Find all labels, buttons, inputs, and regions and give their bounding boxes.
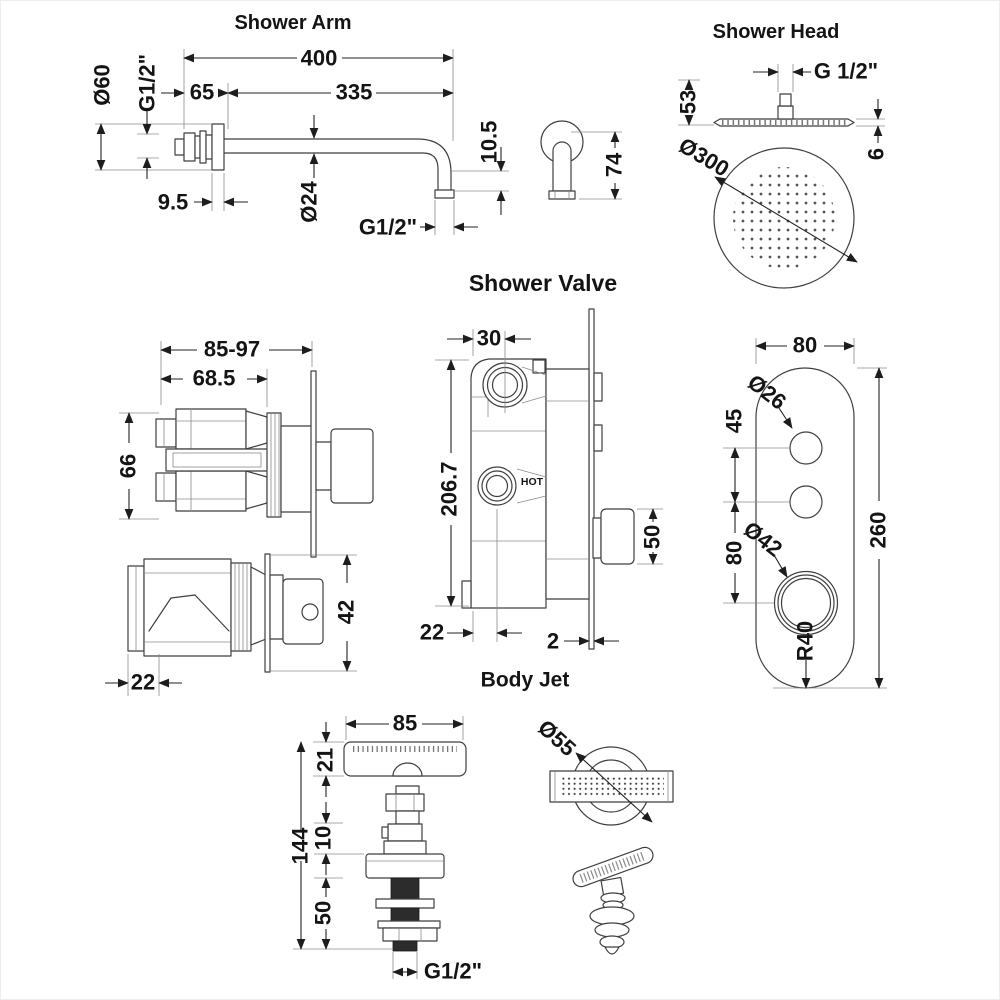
valve-bottom-knob	[282, 578, 324, 645]
shower-head-section: Shower Head G 1/2" 53 6 Ø300	[674, 21, 889, 289]
body-jet-front-view: 85 21 144 10 50 G1/2"	[288, 711, 483, 984]
dim-jet-face-diameter: Ø55	[533, 715, 581, 761]
arm-pipe-outer	[223, 138, 452, 191]
dim-arm-flange-depth: 9.5	[158, 190, 189, 215]
valve-hot-label: HOT	[521, 476, 544, 488]
valve-front-knob	[600, 508, 635, 565]
dim-head-edge-thickness: 6	[864, 148, 889, 160]
arm-washer	[194, 135, 201, 159]
arm-pipe-inner	[223, 152, 439, 191]
valve-front-backplate	[588, 308, 595, 650]
dim-jet-thread-length: 50	[311, 901, 336, 925]
dim-arm-overall-length: 400	[301, 46, 338, 71]
shower-valve-title: Shower Valve	[469, 270, 617, 296]
jet-wall-flange	[365, 853, 445, 879]
dim-plate-corner-radius: R40	[793, 621, 818, 661]
dim-jet-thread: G1/2"	[424, 959, 482, 984]
dim-arm-inlet-thread: G1/2"	[135, 54, 160, 112]
plate-button-hole-top	[789, 431, 823, 465]
dim-head-stem-height: 53	[676, 90, 701, 114]
valve-side-backplate	[310, 370, 317, 558]
dim-valve-body-depth: 68.5	[193, 366, 236, 391]
dim-valve-total-height: 206.7	[437, 461, 462, 516]
valve-side-view: 85-97 68.5 66	[116, 337, 374, 558]
plate-button-hole-bottom	[789, 485, 823, 519]
arm-washer	[199, 130, 207, 164]
jet-thread-upper	[390, 877, 420, 900]
valve-bottom-backplate	[264, 553, 271, 673]
dim-valve-knob-height: 42	[334, 600, 359, 624]
plate-knob-hole	[773, 570, 839, 636]
dim-arm-length: 335	[336, 80, 373, 105]
valve-front-view: HOT 30 206.7 22 2 50	[420, 308, 665, 654]
wall-elbow-drawing: 74	[540, 120, 627, 200]
dim-jet-cartridge-step: 10	[311, 826, 336, 850]
valve-trim-plate-view: 80 Ø26 45 80 Ø42 260 R40	[722, 333, 891, 689]
shower-head-title: Shower Head	[713, 21, 840, 43]
jet-nozzle-field	[559, 775, 664, 798]
body-jet-3d-view	[572, 846, 654, 955]
shower-head-face-view: Ø300	[674, 132, 858, 289]
head-stem-base	[777, 105, 794, 120]
arm-hex-nut	[183, 132, 196, 162]
dim-head-thread: G 1/2"	[814, 59, 878, 84]
dim-jet-total-height: 144	[288, 827, 313, 864]
jet-thread-tip	[392, 940, 418, 952]
dim-arm-flange-diameter: Ø60	[90, 64, 115, 106]
shower-head-side-view	[713, 93, 855, 127]
head-stem-thread	[779, 93, 792, 107]
dim-valve-port-offset: 30	[477, 326, 501, 351]
arm-outlet-collar	[434, 189, 455, 199]
dim-valve-depth-range: 85-97	[204, 337, 260, 362]
valve-hot-port	[477, 466, 517, 506]
jet-3d-flange	[589, 906, 635, 926]
shower-arm-section: Shower Arm 400 65 335 Ø60	[90, 12, 509, 240]
body-jet-title: Body Jet	[481, 669, 570, 692]
dim-jet-handle-width: 85	[393, 711, 417, 736]
dim-valve-knob-diameter: 50	[640, 525, 665, 549]
dim-arm-outlet-thread: G1/2"	[359, 215, 417, 240]
dim-plate-button-spacing: 45	[722, 409, 747, 433]
dim-plate-width: 80	[793, 333, 817, 358]
dim-arm-outlet-drop: 10.5	[477, 121, 502, 164]
dim-jet-handle-depth: 21	[313, 748, 338, 772]
shower-arm-drawing	[174, 123, 455, 199]
dim-elbow-height: 74	[602, 152, 627, 177]
dim-plate-height: 260	[866, 512, 891, 549]
dim-valve-cap-width: 22	[131, 670, 155, 695]
shower-arm-title: Shower Arm	[234, 12, 351, 34]
body-jet-face-view: Ø55	[533, 715, 674, 826]
jet-3d-tip	[604, 946, 620, 955]
dim-valve-base-offset: 22	[420, 620, 444, 645]
elbow-foot	[548, 190, 576, 200]
dim-valve-body-height: 66	[116, 454, 141, 478]
elbow-tube	[552, 141, 572, 192]
dim-arm-wall-offset: 65	[190, 80, 214, 105]
valve-side-knob	[330, 428, 374, 504]
valve-bottom-view: 42 22	[105, 553, 359, 696]
dim-head-diameter: Ø300	[674, 132, 733, 181]
arm-wall-flange	[211, 123, 225, 171]
arm-wall-stub	[174, 138, 185, 156]
dim-plate-knob-spacing: 80	[722, 541, 747, 565]
head-disc	[713, 118, 855, 127]
arm-washer	[205, 134, 213, 160]
dim-valve-plate-thickness: 2	[547, 629, 559, 654]
dim-arm-pipe-diameter: Ø24	[297, 180, 322, 222]
